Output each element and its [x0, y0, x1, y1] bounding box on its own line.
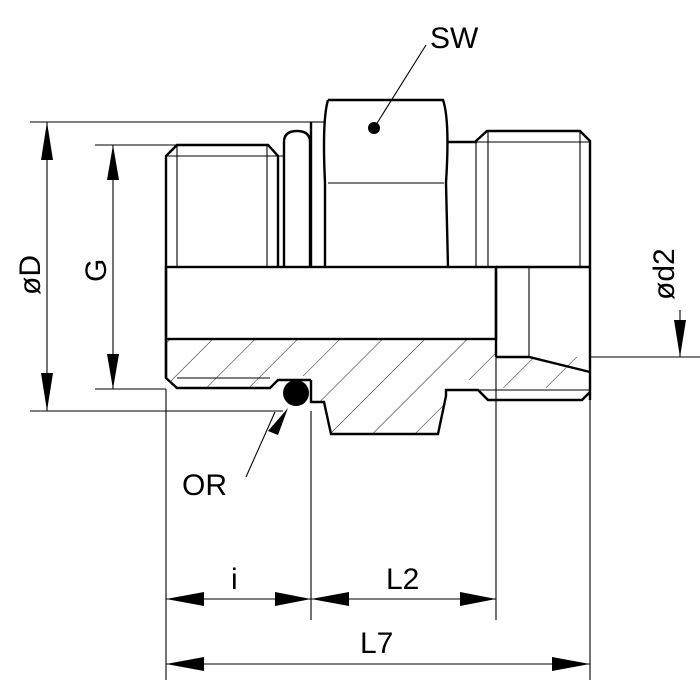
label-g: G: [80, 259, 113, 282]
label-od2: ød2: [648, 248, 681, 300]
label-i: i: [231, 563, 238, 596]
fitting-outline: [164, 98, 592, 436]
label-l2: L2: [386, 563, 419, 596]
o-ring: [283, 380, 309, 406]
label-or: OR: [182, 469, 227, 502]
label-l7: L7: [360, 627, 393, 660]
dimension-lines: [30, 44, 700, 680]
label-od: øD: [14, 255, 47, 295]
label-sw: SW: [430, 22, 479, 55]
